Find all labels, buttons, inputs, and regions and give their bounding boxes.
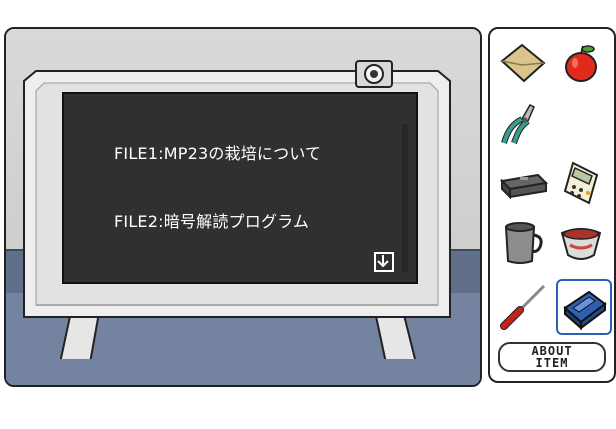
computer-monitor[interactable]: FILE1:MP23の栽培について FILE2:暗号解読プログラム	[18, 59, 456, 359]
screen-scrollbar	[402, 124, 408, 272]
inventory-slot-2[interactable]	[554, 37, 608, 89]
file-item-2[interactable]: FILE2:暗号解読プログラム	[114, 212, 310, 231]
inventory-slot-3[interactable]	[496, 97, 550, 149]
inventory-slot-5[interactable]	[496, 157, 550, 209]
inventory-slot-8[interactable]	[554, 217, 608, 269]
screwdriver-icon	[500, 284, 546, 330]
briefcase-icon	[499, 173, 548, 200]
about-item-label-line2: ITEM	[535, 356, 569, 370]
webcam-icon[interactable]	[354, 59, 394, 89]
file-item-1[interactable]: FILE1:MP23の栽培について	[114, 144, 322, 163]
mug-icon	[504, 222, 543, 264]
inventory-slot-1[interactable]	[496, 37, 550, 89]
calculator-icon	[563, 161, 599, 205]
device-icon	[563, 290, 607, 330]
monitor-screen: FILE1:MP23の栽培について FILE2:暗号解読プログラム	[62, 92, 418, 284]
inventory-slot-4[interactable]	[554, 97, 608, 149]
pliers-icon	[501, 104, 535, 144]
inventory-slot-6[interactable]	[554, 157, 608, 209]
about-item-label-line1: ABOUT	[531, 344, 573, 358]
inventory-slot-9[interactable]	[496, 281, 550, 333]
inventory-panel: ABOUT ITEM	[488, 27, 616, 383]
game-scene: FILE1:MP23の栽培について FILE2:暗号解読プログラム	[4, 27, 482, 387]
scroll-down-button[interactable]	[374, 252, 394, 272]
inventory-slot-10[interactable]	[556, 279, 612, 335]
apple-icon	[565, 45, 597, 82]
about-item-button[interactable]: ABOUT ITEM	[498, 342, 606, 372]
down-arrow-icon	[377, 255, 389, 268]
bowl-icon	[560, 228, 602, 260]
inventory-slot-7[interactable]	[496, 217, 550, 269]
envelope-icon	[500, 43, 546, 83]
